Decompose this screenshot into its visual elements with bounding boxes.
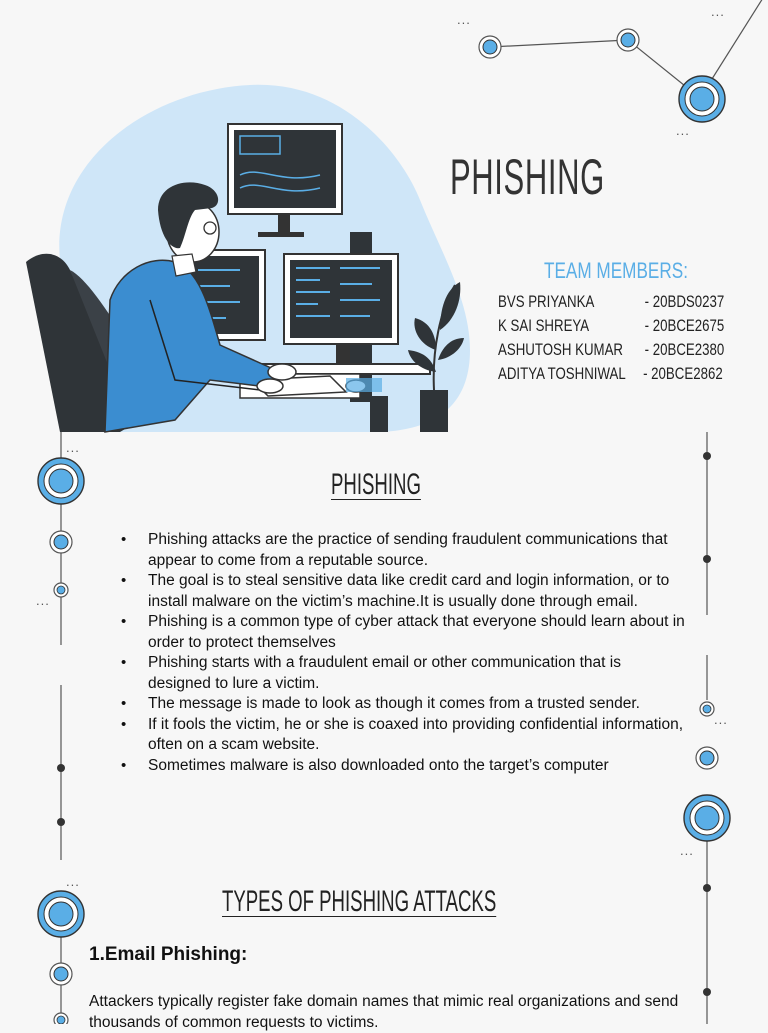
network-node-mid [616,28,640,52]
section-heading-phishing: PHISHING [331,468,421,501]
sub-heading-email-phishing: 1.Email Phishing: [89,944,248,965]
member-id: - 20BCE2862 [643,364,723,383]
left-node-4 [37,890,85,938]
email-phishing-text: Attackers typically register fake domain… [89,993,679,1031]
left-dot-1 [57,764,65,772]
ellipsis-decor: ... [66,874,80,889]
right-dot-2 [703,555,711,563]
right-node-2 [695,746,719,770]
left-node-3 [53,582,69,598]
member-name: BVS PRIYANKA [498,292,595,311]
ellipsis-decor: ... [457,12,471,27]
ellipsis-decor: ... [66,440,80,455]
ellipsis-decor: ... [36,593,50,608]
member-id: - 20BCE2380 [644,340,725,359]
team-member-row: ASHUTOSH KUMAR - 20BCE2380 [498,340,724,360]
page-title: PHISHING [450,149,605,205]
member-name: ADITYA TOSHNIWAL [498,364,626,383]
team-heading: TEAM MEMBERS: [544,258,688,283]
member-name: K SAI SHREYA [498,316,590,335]
bullet-item: Phishing starts with a fraudulent email … [118,653,688,694]
bullet-item: Sometimes malware is also downloaded ont… [118,756,688,777]
member-id: - 20BCE2675 [644,316,725,335]
right-dot-4 [703,988,711,996]
phishing-bullet-list: Phishing attacks are the practice of sen… [118,530,688,776]
member-name: ASHUTOSH KUMAR [498,340,624,359]
bullet-item: If it fools the victim, he or she is coa… [118,715,688,756]
section-heading-types: TYPES OF PHISHING ATTACKS [222,885,497,918]
right-dot-1 [703,452,711,460]
ellipsis-decor: ... [680,843,694,858]
left-node-2 [49,530,73,554]
right-dot-3 [703,884,711,892]
left-dot-2 [57,818,65,826]
left-node-6 [53,1012,69,1024]
team-member-row: ADITYA TOSHNIWAL - 20BCE2862 [498,364,723,384]
network-node-large [678,75,726,123]
right-node-1 [699,701,715,717]
bullet-item: Phishing is a common type of cyber attac… [118,612,688,653]
left-node-5 [49,962,73,986]
left-node-1 [37,457,85,505]
team-member-row: BVS PRIYANKA - 20BDS0237 [498,292,724,312]
right-node-3 [683,794,731,842]
bullet-item: The message is made to look as though it… [118,694,688,715]
ellipsis-decor: ... [676,123,690,138]
ellipsis-decor: ... [714,712,728,727]
bullet-item: The goal is to steal sensitive data like… [118,571,688,612]
ellipsis-decor: ... [711,4,725,19]
bullet-item: Phishing attacks are the practice of sen… [118,530,688,571]
network-node-small [478,35,502,59]
illustration-computer-user [26,123,464,433]
member-id: - 20BDS0237 [644,292,725,311]
team-member-row: K SAI SHREYA - 20BCE2675 [498,316,724,336]
